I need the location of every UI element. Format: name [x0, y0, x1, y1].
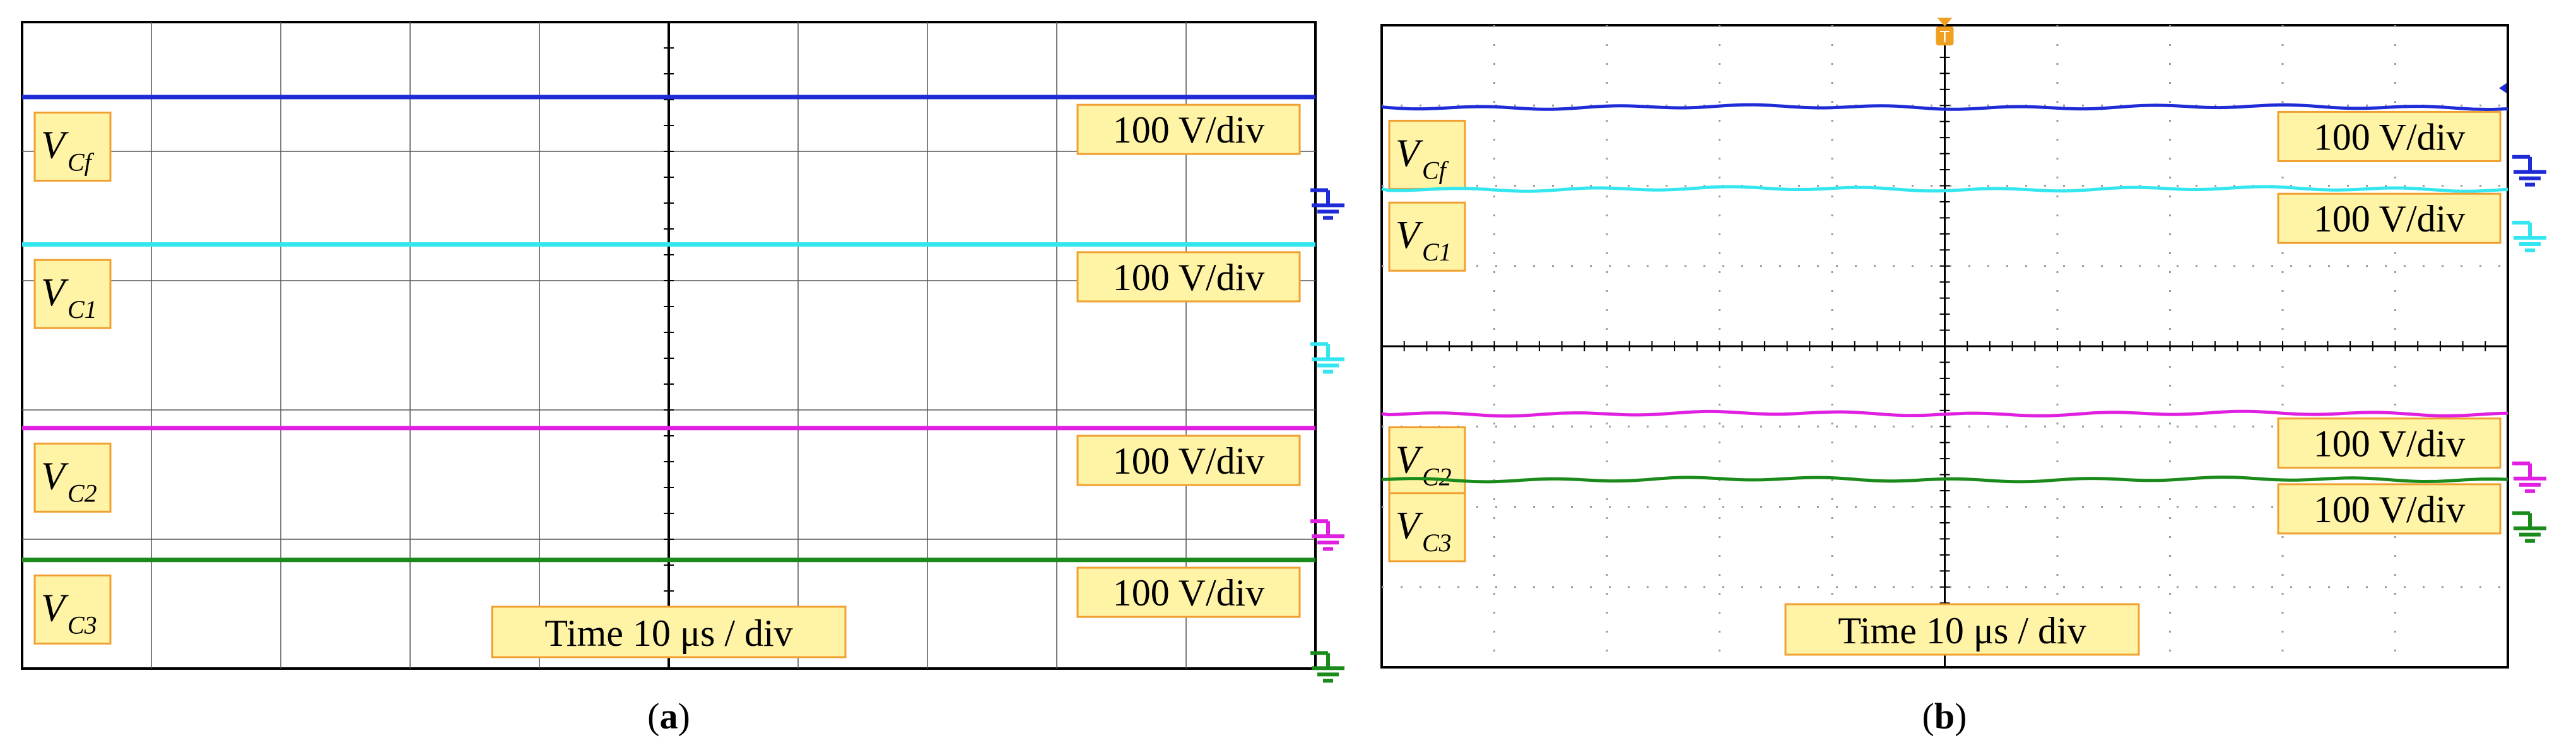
scale-label-box: [2277, 418, 2502, 469]
channel-label-box: [33, 574, 112, 645]
ground-icon: [1310, 342, 1344, 374]
time-scale-box: [1784, 603, 2140, 656]
channel-label-sub: C3: [68, 611, 97, 639]
scale-label-box: [2277, 483, 2502, 535]
ground-icon: [2512, 461, 2546, 493]
channel-label-box: [33, 112, 112, 182]
arrow-left-icon-head: [2499, 83, 2507, 93]
channel-label-name: V: [41, 271, 69, 314]
grid: [1381, 25, 2508, 668]
channel-label-box: [33, 442, 112, 513]
scale-label-text: 100 V/div: [2314, 198, 2466, 240]
panel-caption: (b): [1922, 696, 1967, 737]
scale-label-box: [1076, 251, 1301, 303]
time-scale-box: [491, 605, 847, 658]
channel-label-sub: C1: [1422, 238, 1452, 266]
channel-label-box: [33, 259, 112, 329]
channel-label-name: V: [1396, 132, 1423, 175]
time-scale-text: Time 10 μs / div: [1838, 610, 2086, 652]
scale-label-c3: 100 V/div: [1076, 566, 1301, 618]
channel-label-sub: Cf: [68, 148, 95, 177]
scale-label-text: 100 V/div: [2314, 489, 2466, 530]
scale-label-text: 100 V/div: [1113, 257, 1265, 298]
scale-label-text: 100 V/div: [2314, 423, 2466, 465]
scale-label-c2: 100 V/div: [1076, 435, 1301, 486]
channel-label-sub: C3: [1422, 529, 1452, 557]
ground-icon: [2512, 155, 2546, 187]
scale-label-cf: 100 V/div: [2277, 110, 2502, 162]
scale-label-text: 100 V/div: [1113, 572, 1265, 614]
scale-label-box: [2277, 110, 2502, 162]
scale-label-box: [2277, 192, 2502, 244]
scale-label-text: 100 V/div: [1113, 109, 1265, 151]
time-scale-label: Time 10 μs / div: [491, 605, 847, 658]
trace-cf: [1381, 103, 2508, 112]
channel-label-sub: C2: [1422, 463, 1452, 491]
scale-label-c2: 100 V/div: [2277, 418, 2502, 469]
scale-label-c1: 100 V/div: [1076, 251, 1301, 303]
trace-c1: [1381, 185, 2508, 193]
scale-label-text: 100 V/div: [1113, 440, 1265, 482]
channel-label-name: V: [41, 124, 69, 167]
scale-label-c1: 100 V/div: [2277, 192, 2502, 244]
trace-c2: [1381, 409, 2508, 418]
ground-icon: [1310, 651, 1344, 683]
ground-icon: [1310, 188, 1344, 220]
channel-label-name: V: [1396, 214, 1423, 257]
scale-label-cf: 100 V/div: [1076, 103, 1301, 155]
scale-label-c3: 100 V/div: [2277, 483, 2502, 535]
scale-label-text: 100 V/div: [2314, 116, 2466, 158]
scale-label-box: [1076, 435, 1301, 486]
panel-caption: (a): [647, 696, 690, 737]
channel-label-sub: Cf: [1422, 156, 1449, 184]
channel-label-sub: C2: [68, 479, 97, 507]
channel-label-name: V: [41, 587, 69, 629]
channel-label-name: V: [1396, 439, 1423, 482]
channel-label-box: [1388, 426, 1466, 497]
channel-label-name: V: [41, 455, 69, 498]
channel-label-box: [1388, 201, 1466, 272]
trigger-marker-arrow: [1937, 18, 1953, 26]
trigger-marker-letter: T: [1940, 27, 1950, 46]
trigger-marker-icon: T: [1936, 18, 1954, 46]
ground-icon: [1310, 519, 1344, 551]
trace-c3: [1381, 476, 2508, 484]
channel-label-box: [1388, 492, 1466, 563]
trigger-marker-box: [1936, 26, 1954, 45]
scale-label-box: [1076, 566, 1301, 618]
time-scale-text: Time 10 μs / div: [544, 612, 792, 654]
arrow-left-icon: [2499, 83, 2507, 93]
scale-label-box: [1076, 103, 1301, 155]
channel-label-box: [1388, 119, 1466, 190]
channel-label-name: V: [1396, 505, 1423, 547]
ground-icon: [2512, 511, 2546, 543]
channel-label-sub: C1: [68, 295, 97, 324]
ground-icon: [2512, 221, 2546, 253]
time-scale-label: Time 10 μs / div: [1784, 603, 2140, 656]
